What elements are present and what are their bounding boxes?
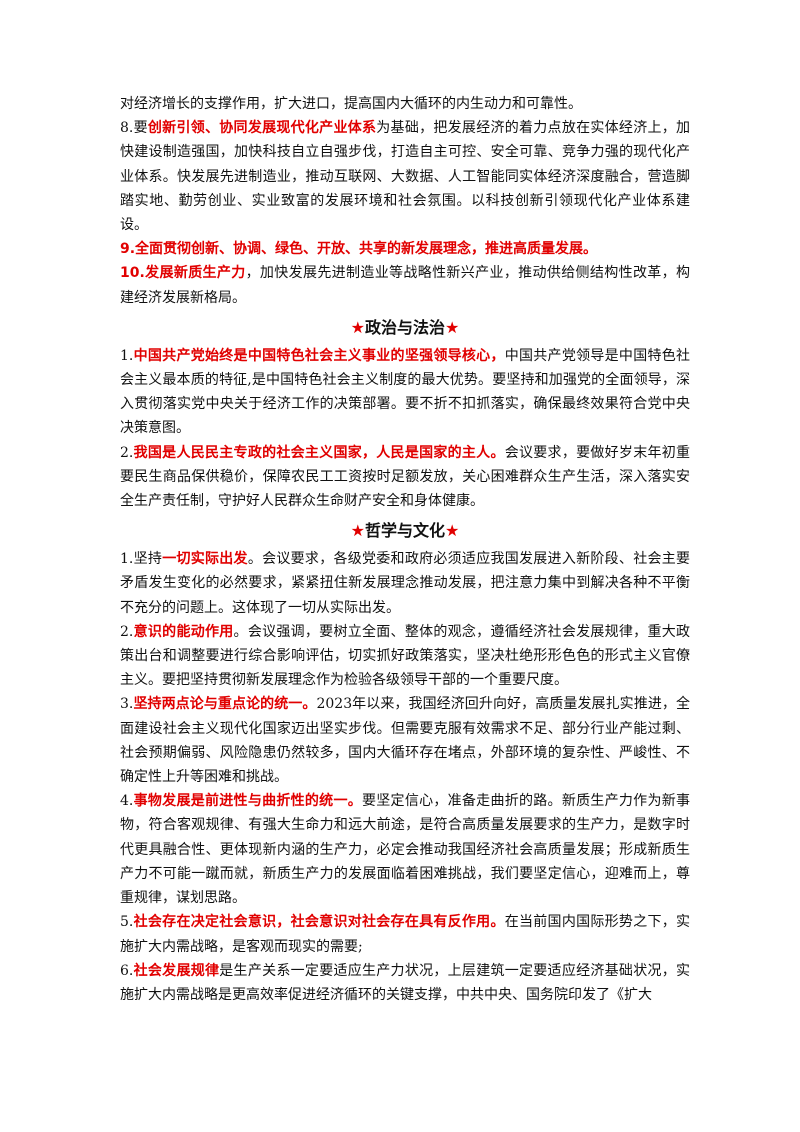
paragraph-text: 为基础，把发展经济的着力点放在实体经济上，加快建设制造强国，加快科技自立自强步伐…: [120, 120, 691, 234]
paragraph-8: 8.要创新引领、协同发展现代化产业体系为基础，把发展经济的着力点放在实体经济上，…: [120, 116, 690, 237]
paragraph-number: 4.: [120, 793, 134, 810]
section-title: 政治与法治: [364, 317, 445, 337]
highlight-text: 9.全面贯彻创新、协调、绿色、开放、共享的新发展理念，推进高质量发展。: [120, 241, 598, 258]
paragraph-text: 在当前国内国际形势之下，实施扩大内需战略，是客观而现实的需要;: [120, 914, 691, 955]
highlight-text: 意识的能动作用: [133, 623, 234, 640]
paragraph-text: 对经济增长的支撑作用，扩大进口，提高国内大循环的内生动力和可靠性。: [120, 96, 582, 112]
paragraph-text: 2023年以来，我国经济回升向好，高质量发展扎实推进，全面建设社会主义现代化国家…: [120, 696, 690, 786]
highlight-text: 10.发展新质生产力: [120, 265, 246, 282]
section-heading-philosophy: ★哲学与文化★: [120, 519, 690, 543]
paragraph-number: 2.: [120, 623, 134, 640]
philosophy-paragraph-5: 5.社会存在决定社会意识，社会意识对社会存在具有反作用。在当前国内国际形势之下，…: [120, 910, 690, 958]
highlight-text: 创新引领、协同发展现代化产业体系: [147, 120, 377, 137]
section-title: 哲学与文化: [364, 521, 445, 541]
paragraph-number: 1.坚持: [120, 551, 163, 568]
paragraph-number: 6.: [120, 962, 134, 979]
paragraph-number: 3.: [120, 696, 134, 713]
highlight-text: 坚持两点论与重点论的统一。: [133, 696, 317, 713]
paragraph-text: 会议要求，要做好岁末年初重要民生商品保供稳价，保障农民工工资按时足额发放，关心困…: [120, 444, 691, 510]
highlight-text: 中国共产党始终是中国特色社会主义事业的坚强领导核心，: [133, 347, 505, 364]
paragraph-continued: 对经济增长的支撑作用，扩大进口，提高国内大循环的内生动力和可靠性。: [120, 92, 690, 116]
paragraph-text: 中国共产党领导是中国特色社会主义最本质的特征,是中国特色社会主义制度的最大优势。…: [120, 347, 691, 437]
paragraph-text: ，加快发展先进制造业等战略性新兴产业，推动供给侧结构性改革，构建经济发展新格局。: [120, 265, 690, 306]
paragraph-text: 是生产关系一定要适应生产力状况，上层建筑一定要适应经济基础状况，实施扩大内需战略…: [120, 962, 691, 1003]
philosophy-paragraph-2: 2.意识的能动作用。会议强调，要树立全面、整体的观念，遵循经济社会发展规律，重大…: [120, 620, 690, 693]
politics-paragraph-2: 2.我国是人民民主专政的社会主义国家，人民是国家的主人。会议要求，要做好岁末年初…: [120, 441, 690, 514]
highlight-text: 我国是人民民主专政的社会主义国家，人民是国家的主人。: [133, 444, 505, 461]
star-icon: ★: [350, 521, 365, 541]
philosophy-paragraph-6: 6.社会发展规律是生产关系一定要适应生产力状况，上层建筑一定要适应经济基础状况，…: [120, 959, 690, 1007]
paragraph-number: 8.要: [120, 120, 148, 137]
highlight-text: 社会发展规律: [133, 962, 220, 979]
highlight-text: 社会存在决定社会意识，社会意识对社会存在具有反作用。: [133, 914, 505, 931]
star-icon: ★: [445, 521, 460, 541]
document-page: 对经济增长的支撑作用，扩大进口，提高国内大循环的内生动力和可靠性。 8.要创新引…: [120, 92, 690, 1007]
politics-paragraph-1: 1.中国共产党始终是中国特色社会主义事业的坚强领导核心，中国共产党领导是中国特色…: [120, 344, 690, 441]
paragraph-number: 2.: [120, 444, 134, 461]
paragraph-text: 要坚定信心，准备走曲折的路。新质生产力作为新事物，符合客观规律、有强大生命力和远…: [120, 793, 691, 907]
section-heading-politics: ★政治与法治★: [120, 316, 690, 340]
philosophy-paragraph-4: 4.事物发展是前进性与曲折性的统一。要坚定信心，准备走曲折的路。新质生产力作为新…: [120, 789, 690, 910]
highlight-text: 一切实际出发: [162, 551, 248, 568]
highlight-text: 事物发展是前进性与曲折性的统一。: [133, 793, 362, 810]
paragraph-number: 1.: [120, 347, 134, 364]
paragraph-text: 。会议要求，各级党委和政府必须适应我国发展进入新阶段、社会主要矛盾发生变化的必然…: [120, 551, 691, 616]
star-icon: ★: [350, 317, 365, 337]
philosophy-paragraph-3: 3.坚持两点论与重点论的统一。2023年以来，我国经济回升向好，高质量发展扎实推…: [120, 692, 690, 789]
paragraph-number: 5.: [120, 914, 134, 931]
paragraph-10: 10.发展新质生产力，加快发展先进制造业等战略性新兴产业，推动供给侧结构性改革，…: [120, 261, 690, 309]
philosophy-paragraph-1: 1.坚持一切实际出发。会议要求，各级党委和政府必须适应我国发展进入新阶段、社会主…: [120, 547, 690, 620]
paragraph-text: 。会议强调，要树立全面、整体的观念，遵循经济社会发展规律，重大政策出台和调整要进…: [120, 623, 691, 689]
paragraph-9: 9.全面贯彻创新、协调、绿色、开放、共享的新发展理念，推进高质量发展。: [120, 237, 690, 261]
star-icon: ★: [445, 317, 460, 337]
